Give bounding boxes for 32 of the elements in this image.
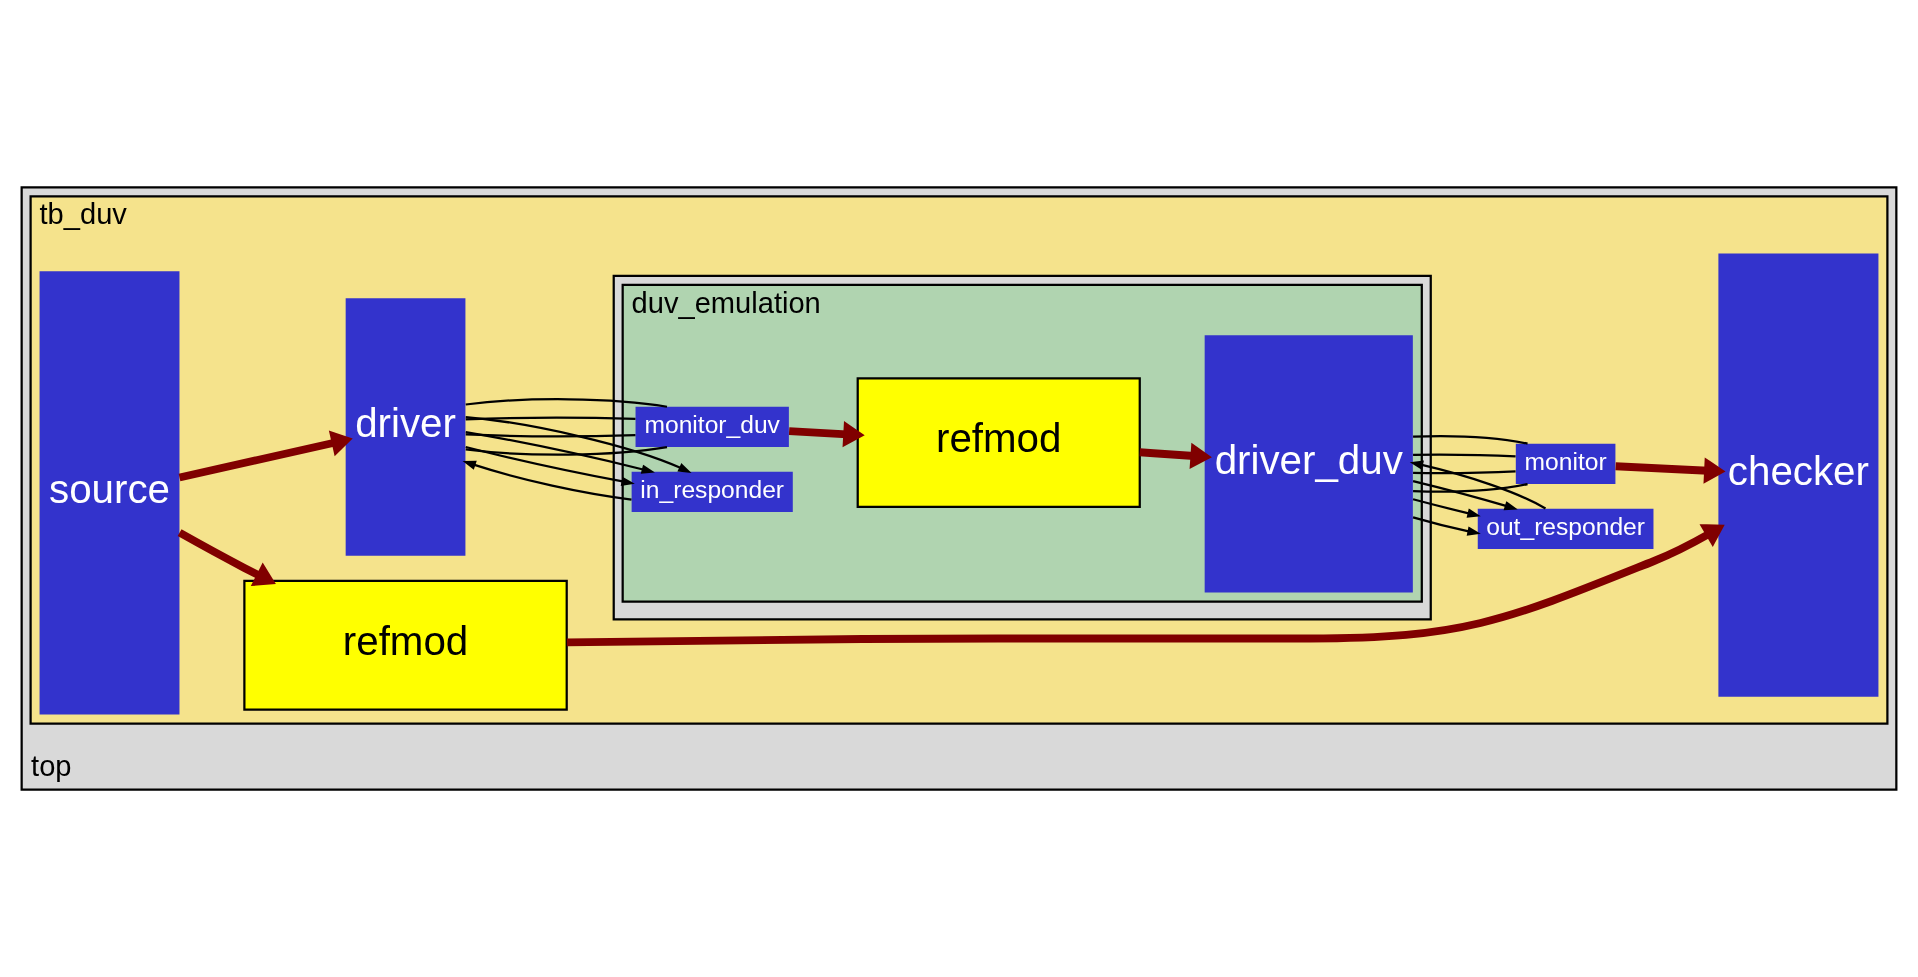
connector: [1413, 482, 1528, 493]
node-box: checker: [1718, 253, 1879, 697]
node-box: refmod: [856, 377, 1141, 509]
node-box: monitor_duv: [635, 406, 789, 448]
arrow: [1412, 498, 1481, 518]
node-box: refmod: [243, 579, 568, 711]
arrow: [465, 445, 635, 486]
connector: [1413, 453, 1516, 458]
node-box: driver: [345, 298, 466, 556]
arrow: [177, 529, 276, 587]
arrow: [1412, 516, 1481, 536]
arrow: [465, 430, 655, 474]
connector: [465, 398, 668, 408]
arrow: [566, 524, 1725, 647]
arrow: [465, 415, 692, 474]
connector: [1413, 435, 1528, 445]
arrow: [788, 420, 865, 448]
arrow: [1139, 442, 1212, 469]
arrow: [1409, 460, 1547, 510]
arrow: [462, 460, 632, 501]
arrow: [1412, 480, 1518, 511]
connector: [465, 433, 636, 438]
arrow: [178, 430, 353, 482]
node-box: source: [39, 271, 180, 715]
connector: [465, 446, 668, 456]
connector: [465, 416, 636, 421]
node-box: driver_duv: [1204, 335, 1413, 593]
node-box: monitor: [1515, 443, 1616, 484]
connector: [1413, 470, 1516, 475]
arrow: [1615, 457, 1726, 484]
node-box: out_responder: [1477, 508, 1654, 549]
node-box: in_responder: [631, 471, 793, 512]
